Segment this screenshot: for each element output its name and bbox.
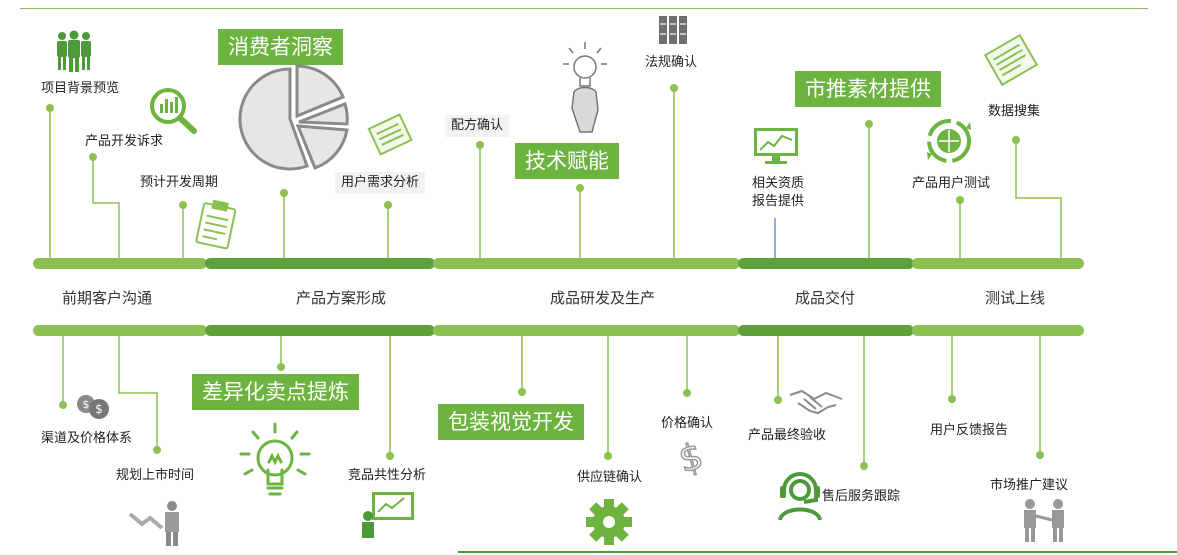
label-supply-chain: 供应链确认 xyxy=(577,470,643,485)
label-product-user-test: 产品用户测试 xyxy=(912,176,991,191)
svg-text:$: $ xyxy=(95,402,103,416)
label-channel-price: 渠道及价格体系 xyxy=(41,431,133,446)
label-dev-cycle: 预计开发周期 xyxy=(140,175,219,190)
pie-chart-icon xyxy=(238,64,349,171)
stage-label-3: 成品研发及生产 xyxy=(550,289,656,307)
svg-text:$: $ xyxy=(83,398,90,411)
notepad-icon xyxy=(983,33,1039,87)
stage-label-5: 测试上线 xyxy=(985,289,1046,307)
timeline-bottom-segment-5 xyxy=(912,325,1084,336)
label-competitor: 竞品共性分析 xyxy=(348,468,427,483)
clipboard-icon xyxy=(195,199,237,250)
box-packaging: 包装视觉开发 xyxy=(438,404,584,440)
timeline-bottom-segment-2 xyxy=(205,325,435,336)
chart-search-icon xyxy=(150,88,197,134)
timeline-bottom-segment-4 xyxy=(738,325,914,336)
timeline-bottom-segment-3 xyxy=(433,325,740,336)
businessman-icon xyxy=(128,501,179,546)
box-consumer-insight: 消费者洞察 xyxy=(218,29,343,65)
label-qualification-report: 相关资质 报告提供 xyxy=(752,176,805,209)
bottom-divider xyxy=(458,551,1177,553)
box-marketing-material: 市推素材提供 xyxy=(795,71,941,107)
svg-text:$: $ xyxy=(675,436,708,482)
monitor-chart-icon xyxy=(754,128,798,164)
headset-icon xyxy=(778,472,822,521)
label-user-demand: 用户需求分析 xyxy=(335,172,426,194)
timeline-bottom-segment-1 xyxy=(33,325,207,336)
label-product-requirement: 产品开发诉求 xyxy=(85,134,164,149)
timeline-top-segment-1 xyxy=(33,258,207,269)
label-formula-confirm: 配方确认 xyxy=(445,115,510,137)
label-regulation-confirm: 法规确认 xyxy=(645,55,698,70)
timeline-top-segment-3 xyxy=(433,258,740,269)
label-data-collect: 数据搜集 xyxy=(988,104,1041,119)
timeline-top-segment-4 xyxy=(738,258,914,269)
dollar-coins-icon: $ $ xyxy=(77,395,109,419)
team-icon xyxy=(57,30,91,72)
lightbulb-hand-icon xyxy=(563,42,607,133)
notebook-icon xyxy=(367,113,413,156)
handshake-icon xyxy=(789,389,843,415)
server-icon xyxy=(659,16,687,44)
label-final-acceptance: 产品最终验收 xyxy=(748,428,827,443)
label-after-sales: 售后服务跟踪 xyxy=(822,489,901,504)
globe-refresh-icon xyxy=(927,119,971,163)
presentation-icon xyxy=(362,492,414,538)
label-price-confirm: 价格确认 xyxy=(661,416,714,431)
label-user-feedback: 用户反馈报告 xyxy=(930,423,1009,438)
stage-label-2: 产品方案形成 xyxy=(296,289,387,307)
timeline-top-segment-2 xyxy=(205,258,435,269)
label-market-promotion: 市场推广建议 xyxy=(990,478,1069,493)
dollar-sign-icon: $ xyxy=(674,435,708,482)
top-divider xyxy=(20,8,1148,9)
box-tech-enable: 技术赋能 xyxy=(515,143,619,179)
timeline-top-segment-5 xyxy=(912,258,1084,269)
stage-label-1: 前期客户沟通 xyxy=(62,289,153,307)
meeting-icon xyxy=(1024,499,1064,542)
label-launch-time: 规划上市时间 xyxy=(116,468,195,483)
label-project-preview: 项目背景预览 xyxy=(41,81,120,96)
gear-icon xyxy=(586,499,632,545)
lightbulb-icon xyxy=(239,422,311,496)
box-differentiation: 差异化卖点提炼 xyxy=(192,374,359,410)
stage-label-4: 成品交付 xyxy=(795,289,856,307)
